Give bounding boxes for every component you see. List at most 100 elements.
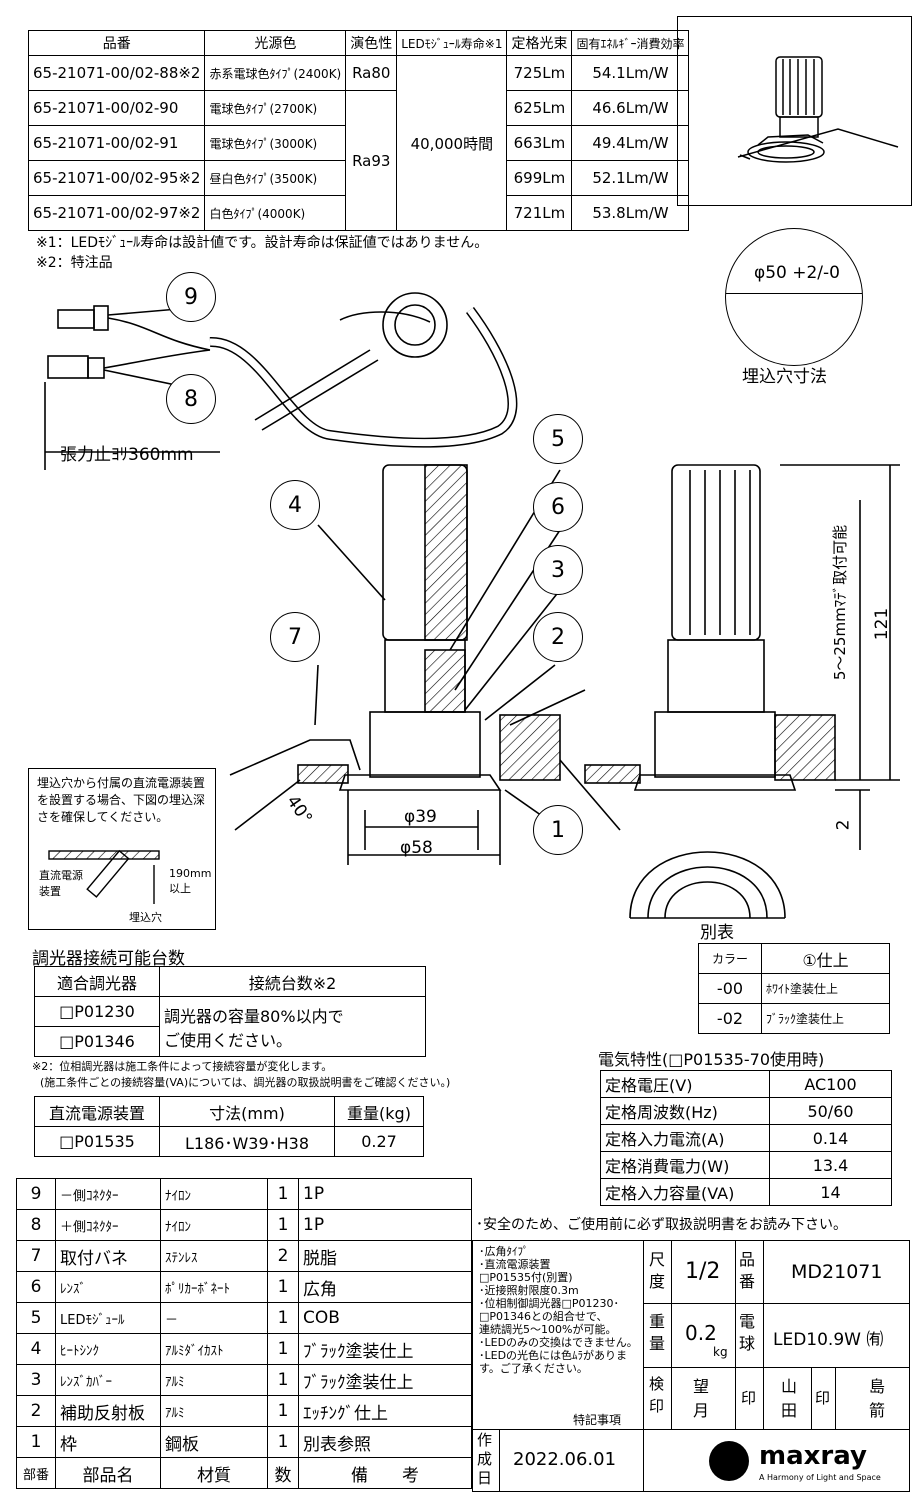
elec-value: AC100: [769, 1070, 892, 1098]
hole-dim-line: [726, 293, 862, 294]
part-material: ｱﾙﾐﾀﾞｲｶｽﾄ: [160, 1333, 268, 1365]
elec-value: 13.4: [769, 1151, 892, 1179]
part-remark: 脱脂: [298, 1240, 472, 1272]
part-cell: 65-21071-00/02-97※2: [27, 195, 206, 231]
hdr-part: 品番: [27, 30, 206, 56]
electric-table: 定格電圧(V)AC100 定格周波数(Hz)50/60 定格入力電流(A)0.1…: [600, 1070, 892, 1206]
hdr-lumen: 定格光束: [506, 30, 573, 56]
psu-diagram: [48, 849, 160, 904]
dimmer-text-1: 調光器の容量80%以内で: [164, 1006, 344, 1026]
part-cell: 65-21071-00/02-90: [27, 90, 206, 126]
stamp-label: 印: [815, 1389, 831, 1407]
balloon-6: 6: [533, 482, 583, 532]
scale-value: 1/2: [685, 1259, 721, 1284]
special-line: ･LEDのみの交換はできません。: [479, 1336, 638, 1349]
psu-note-text: 埋込穴から付属の直流電源装置を設置する場合、下図の埋込深さを確保してください。: [37, 776, 206, 824]
special-notes: ･広角ﾀｲﾌﾟ ･直流電源装置 □P01535付(別置) ･近接照射限度0.3m…: [479, 1245, 639, 1375]
life-cell: 40,000時間: [396, 55, 508, 231]
parts-footer: 備 考: [298, 1457, 472, 1489]
parts-footer: 部番: [16, 1457, 56, 1489]
scale-label: 尺度: [649, 1250, 666, 1291]
hole-label: 埋込穴寸法: [742, 367, 827, 387]
part-qty: 1: [267, 1333, 299, 1365]
checker-yamada: 山田: [781, 1377, 798, 1420]
perspective-view: [677, 16, 912, 206]
balloon-7: 7: [270, 612, 320, 662]
part-name: 補助反射板: [55, 1395, 161, 1427]
part-remark: 1P: [298, 1178, 472, 1210]
lumen-cell: 721Lm: [506, 195, 573, 231]
parts-footer: 部品名: [55, 1457, 161, 1489]
part-qty: 1: [267, 1178, 299, 1210]
eff-cell: 52.1Lm/W: [571, 160, 690, 196]
elec-label: 定格周波数(Hz): [600, 1097, 770, 1125]
part-no: 5: [16, 1302, 56, 1334]
part-remark: ﾌﾞﾗｯｸ塗装仕上: [298, 1333, 472, 1365]
special-line: ･広角ﾀｲﾌﾟ: [479, 1245, 529, 1258]
psu-label: 直流電源装置: [39, 869, 83, 898]
psu-hdr: 直流電源装置: [34, 1096, 160, 1127]
dimmer-model: □P01346: [34, 1026, 160, 1057]
part-remark: ﾌﾞﾗｯｸ塗装仕上: [298, 1364, 472, 1396]
stamp-label: 印: [741, 1389, 757, 1407]
parts-footer: 数: [267, 1457, 299, 1489]
part-qty: 1: [267, 1302, 299, 1334]
part-material: ｱﾙﾐ: [160, 1395, 268, 1427]
part-name: －側ｺﾈｸﾀｰ: [55, 1178, 161, 1210]
safety-notice: ･安全のため、ご使用前に必ず取扱説明書をお読み下さい。: [476, 1217, 847, 1233]
part-no: 1: [16, 1426, 56, 1458]
downlight-perspective-illustration: [737, 56, 899, 163]
kenin-label: 検印: [649, 1375, 665, 1415]
psu-weight: 0.27: [334, 1126, 424, 1157]
technical-drawing: [44, 292, 900, 919]
part-remark: 1P: [298, 1209, 472, 1241]
wire-length: 張力止ﾖﾘ360mm: [60, 445, 194, 465]
color-code: -00: [698, 973, 762, 1004]
special-line: ･近接照射限度0.3m: [479, 1284, 579, 1297]
elec-label: 定格入力容量(VA): [600, 1178, 770, 1206]
psu-hdr: 重量(kg): [334, 1096, 424, 1127]
part-qty: 2: [267, 1240, 299, 1272]
part-remark: COB: [298, 1302, 472, 1334]
hole-dimension: φ50 +2/-0: [754, 263, 840, 283]
part-name: LEDﾓｼﾞｭｰﾙ: [55, 1302, 161, 1334]
spec-table: 品番 光源色 演色性 LEDﾓｼﾞｭｰﾙ寿命※1 定格光束 固有ｴﾈﾙｷﾞｰ消費…: [27, 30, 690, 231]
weight-label: 重量: [649, 1312, 666, 1353]
part-material: ﾅｲﾛﾝ: [160, 1178, 268, 1210]
color-code: -02: [698, 1003, 762, 1034]
part-material: ﾅｲﾛﾝ: [160, 1209, 268, 1241]
part-no: 9: [16, 1178, 56, 1210]
dimmer-hdr: 適合調光器: [34, 966, 160, 997]
checker-mochizuki: 望月: [693, 1377, 710, 1420]
special-line: ･LEDの光色には色ﾑﾗがあります。ご了承ください。: [479, 1349, 628, 1375]
part-qty: 1: [267, 1395, 299, 1427]
title-block: ･広角ﾀｲﾌﾟ ･直流電源装置 □P01535付(別置) ･近接照射限度0.3m…: [472, 1240, 910, 1492]
lamp-label: 電球: [739, 1312, 756, 1353]
lumen-cell: 725Lm: [506, 55, 573, 91]
dimmer-text-2: ご使用ください。: [164, 1030, 293, 1050]
hole-size-circle: φ50 +2/-0: [725, 228, 863, 366]
part-name: ﾋｰﾄｼﾝｸ: [55, 1333, 161, 1365]
part-qty: 1: [267, 1426, 299, 1458]
psu-hdr: 寸法(mm): [159, 1096, 335, 1127]
part-qty: 1: [267, 1271, 299, 1303]
eff-cell: 53.8Lm/W: [571, 195, 690, 231]
psu-depth: 190mm以上: [169, 867, 212, 895]
brand-name: maxray: [759, 1441, 867, 1471]
hinban-label: 品番: [739, 1250, 756, 1291]
part-name: ＋側ｺﾈｸﾀｰ: [55, 1209, 161, 1241]
dimmer-capacity: 調光器の容量80%以内でご使用ください。: [159, 996, 426, 1057]
part-remark: 別表参照: [298, 1426, 472, 1458]
color-cell: 昼白色ﾀｲﾌﾟ(3500K): [204, 160, 347, 196]
part-name: ﾚﾝｽﾞ: [55, 1271, 161, 1303]
dimmer-table: 適合調光器接続台数※2 □P01230 調光器の容量80%以内でご使用ください。…: [34, 966, 426, 1057]
dimmer-note-2: (施工条件ごとの接続容量(VA)については、調光器の取扱説明書をご確認ください。…: [40, 1076, 451, 1089]
elec-label: 定格消費電力(W): [600, 1151, 770, 1179]
elec-value: 0.14: [769, 1124, 892, 1152]
color-cell: 白色ﾀｲﾌﾟ(4000K): [204, 195, 347, 231]
psu-hole: 埋込穴: [129, 911, 162, 924]
part-material: 鋼板: [160, 1426, 268, 1458]
dimmer-note-1: ※2：位相調光器は施工条件によって接続容量が変化します。: [32, 1060, 333, 1073]
psu-model: □P01535: [34, 1126, 160, 1157]
